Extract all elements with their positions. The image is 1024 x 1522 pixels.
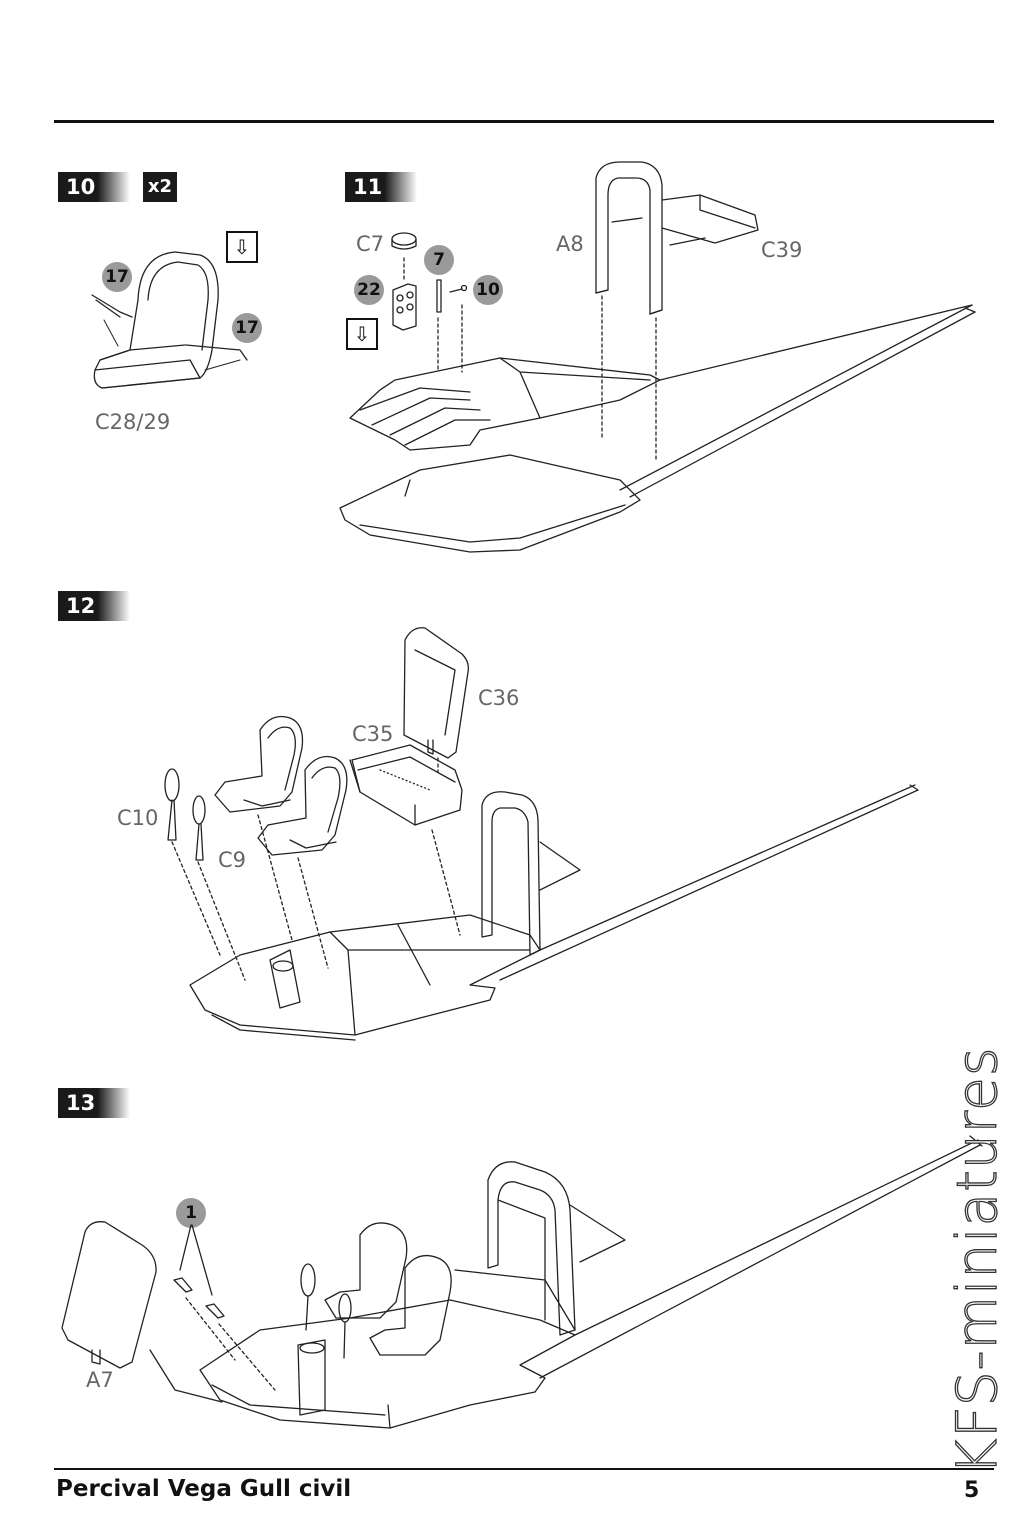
callout-7: 7	[424, 245, 454, 275]
step-12-number: 12	[66, 594, 96, 618]
step-10-number: 10	[66, 175, 96, 199]
callout-10: 10	[473, 275, 503, 305]
frame-a8-drawing	[596, 162, 758, 462]
seat-c28-29-drawing	[92, 252, 247, 388]
callout-22: 22	[354, 275, 384, 305]
page-number: 5	[964, 1478, 980, 1503]
glue-icon: ⇩	[226, 231, 258, 263]
part-label-a8: A8	[556, 232, 584, 256]
part-label-c9: C9	[218, 848, 247, 872]
step-11-number: 11	[353, 175, 383, 199]
quantity-badge: x2	[143, 172, 177, 202]
step-11-badge: 11	[345, 172, 417, 202]
footer-title: Percival Vega Gull civil	[56, 1476, 352, 1502]
step-13-badge: 13	[58, 1088, 130, 1118]
part-label-a7: A7	[86, 1368, 114, 1392]
bottom-rule	[54, 1468, 994, 1470]
part-label-c36: C36	[478, 686, 520, 710]
step-11-small-parts	[392, 233, 467, 372]
callout-17-left: 17	[102, 262, 132, 292]
part-label-c39: C39	[761, 238, 803, 262]
part-label-c7: C7	[356, 232, 385, 256]
kfs-miniatures-watermark: KFS-miniatures	[944, 1046, 1009, 1476]
step-13-number: 13	[66, 1091, 96, 1115]
part-label-c35: C35	[352, 722, 394, 746]
part-label-c10: C10	[117, 806, 159, 830]
watermark-text: KFS-miniatures	[944, 1046, 1009, 1476]
part-label-c28-29: C28/29	[95, 410, 171, 434]
glue-icon: ⇩	[346, 318, 378, 350]
callout-17-right: 17	[232, 313, 262, 343]
callout-1: 1	[176, 1198, 206, 1228]
step-12-badge: 12	[58, 591, 130, 621]
top-rule	[54, 120, 994, 123]
fuselage-floor-step-11	[340, 305, 975, 552]
assembly-step-13	[62, 1136, 982, 1428]
assembly-step-12	[165, 628, 918, 1040]
step-10-badge: 10	[58, 172, 130, 202]
